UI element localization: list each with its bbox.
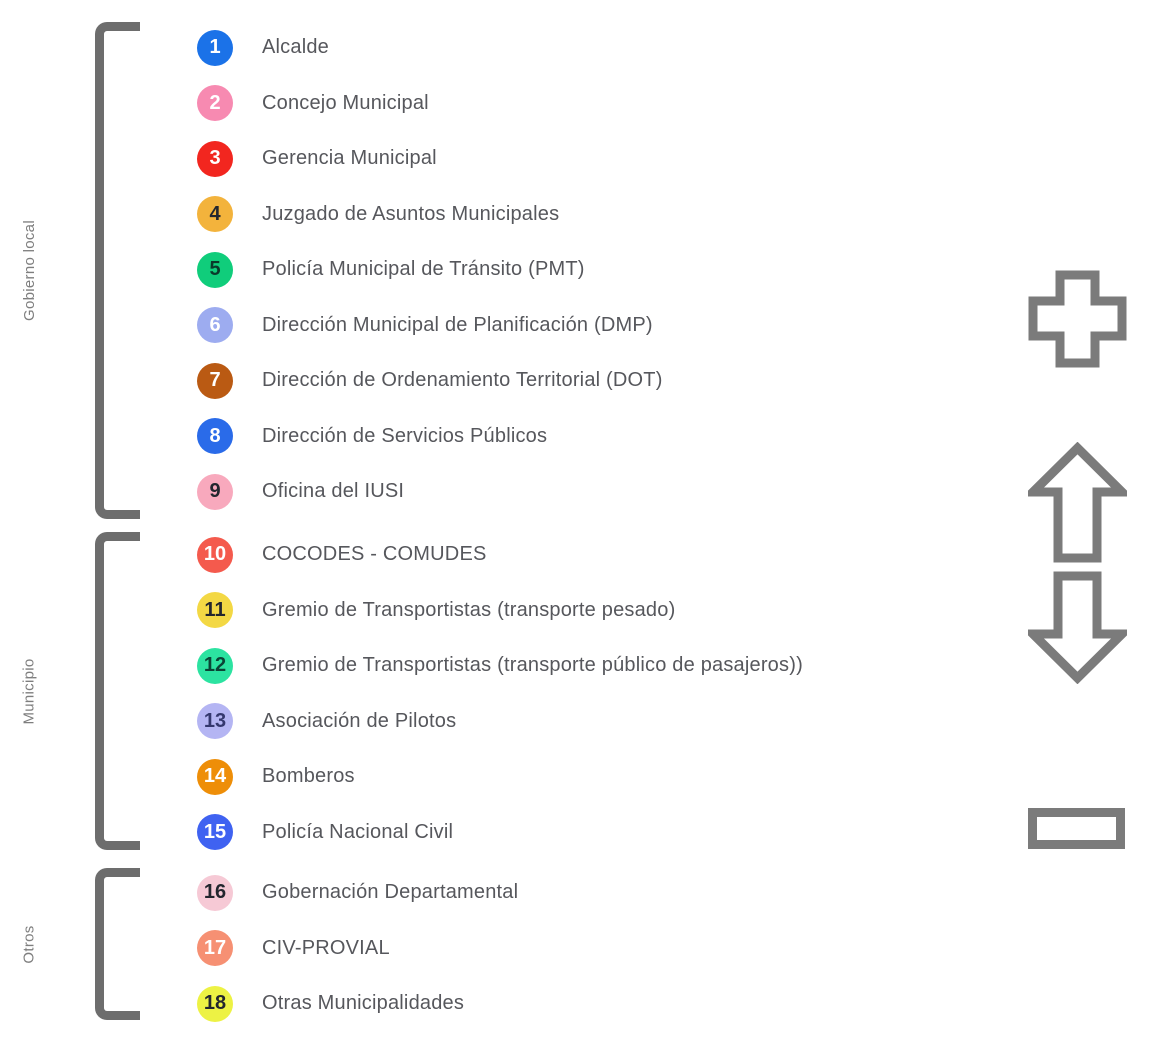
- item-number-badge: 14: [197, 758, 233, 795]
- item-number-badge: 8: [197, 418, 233, 455]
- item-number-badge: 3: [197, 140, 233, 177]
- item-number-badge: 13: [197, 703, 233, 740]
- item-label: Dirección de Ordenamiento Territorial (D…: [262, 369, 663, 392]
- legend-item: 4 Juzgado de Asuntos Municipales: [197, 187, 663, 243]
- item-number: 2: [209, 91, 221, 114]
- legend-item: 16 Gobernación Departamental: [197, 865, 518, 921]
- legend-item: 14 Bomberos: [197, 749, 803, 805]
- item-number: 13: [203, 709, 227, 732]
- legend-item: 8 Dirección de Servicios Públicos: [197, 409, 663, 465]
- item-label: Otras Municipalidades: [262, 992, 465, 1015]
- item-number: 12: [203, 654, 227, 677]
- item-label: Gremio de Transportistas (transporte pes…: [262, 598, 676, 621]
- item-label: Juzgado de Asuntos Municipales: [262, 202, 560, 225]
- group-bracket: [95, 532, 140, 850]
- legend-item: 12 Gremio de Transportistas (transporte …: [197, 638, 803, 694]
- legend-group-otros: 16 Gobernación Departamental 17 CIV-PROV…: [197, 865, 518, 1032]
- item-number: 8: [209, 424, 221, 447]
- item-label: Concejo Municipal: [262, 91, 429, 114]
- item-number-badge: 6: [197, 307, 233, 344]
- legend-item: 9 Oficina del IUSI: [197, 464, 663, 520]
- item-label: Policía Nacional Civil: [262, 820, 454, 843]
- group-label-municipio: Municipio: [12, 532, 46, 850]
- item-number-badge: 17: [197, 930, 233, 967]
- arrow-down-icon: [1028, 571, 1127, 684]
- item-label: CIV-PROVIAL: [262, 936, 390, 959]
- legend-item: 2 Concejo Municipal: [197, 76, 663, 132]
- group-label: Municipio: [20, 657, 38, 725]
- item-label: Oficina del IUSI: [262, 480, 405, 503]
- legend-item: 11 Gremio de Transportistas (transporte …: [197, 583, 803, 639]
- item-number-badge: 16: [197, 874, 233, 911]
- legend-item: 6 Dirección Municipal de Planificación (…: [197, 298, 663, 354]
- item-number: 5: [209, 258, 221, 281]
- item-label: Gerencia Municipal: [262, 147, 437, 170]
- item-number: 18: [203, 992, 227, 1015]
- legend-item: 1 Alcalde: [197, 20, 663, 76]
- item-number-badge: 10: [197, 536, 233, 573]
- item-number-badge: 2: [197, 85, 233, 122]
- legend-item: 17 CIV-PROVIAL: [197, 921, 518, 977]
- group-label: Gobierno local: [20, 220, 38, 321]
- group-bracket: [95, 22, 140, 519]
- item-number-badge: 5: [197, 251, 233, 288]
- group-bracket: [95, 868, 140, 1020]
- item-number-badge: 12: [197, 647, 233, 684]
- minus-icon: [1028, 808, 1125, 849]
- item-number: 9: [209, 480, 221, 503]
- legend-item: 5 Policía Municipal de Tránsito (PMT): [197, 242, 663, 298]
- item-number: 7: [209, 369, 221, 392]
- item-number: 6: [209, 313, 221, 336]
- arrow-up-icon: [1028, 442, 1127, 563]
- item-number: 15: [203, 820, 227, 843]
- item-number-badge: 4: [197, 196, 233, 233]
- legend-item: 10 COCODES - COMUDES: [197, 527, 803, 583]
- item-label: Gremio de Transportistas (transporte púb…: [262, 654, 803, 677]
- item-number: 1: [209, 36, 221, 59]
- item-label: Dirección de Servicios Públicos: [262, 424, 548, 447]
- item-label: Asociación de Pilotos: [262, 709, 457, 732]
- legend-item: 7 Dirección de Ordenamiento Territorial …: [197, 353, 663, 409]
- group-label-otros: Otros: [12, 868, 46, 1020]
- item-number-badge: 18: [197, 985, 233, 1022]
- legend-item: 15 Policía Nacional Civil: [197, 805, 803, 861]
- plus-icon: [1028, 270, 1127, 368]
- legend-group-municipio: 10 COCODES - COMUDES 11 Gremio de Transp…: [197, 527, 803, 860]
- legend-item: 13 Asociación de Pilotos: [197, 694, 803, 750]
- item-number: 16: [203, 881, 227, 904]
- item-number-badge: 1: [197, 29, 233, 66]
- item-number-badge: 15: [197, 814, 233, 851]
- item-number: 17: [203, 936, 227, 959]
- item-label: Alcalde: [262, 36, 329, 59]
- item-number: 4: [209, 202, 221, 225]
- group-label-gobierno-local: Gobierno local: [12, 22, 46, 519]
- item-number: 14: [203, 765, 227, 788]
- item-label: Bomberos: [262, 765, 355, 788]
- item-label: Policía Municipal de Tránsito (PMT): [262, 258, 585, 281]
- legend-item: 18 Otras Municipalidades: [197, 976, 518, 1032]
- item-number: 11: [204, 598, 226, 621]
- item-number-badge: 11: [197, 592, 233, 629]
- legend-group-gobierno-local: 1 Alcalde 2 Concejo Municipal 3 Gerencia…: [197, 20, 663, 520]
- item-label: Gobernación Departamental: [262, 881, 519, 904]
- item-number-badge: 9: [197, 473, 233, 510]
- item-number: 3: [209, 147, 221, 170]
- item-number: 10: [203, 543, 227, 566]
- item-label: Dirección Municipal de Planificación (DM…: [262, 313, 653, 336]
- legend-item: 3 Gerencia Municipal: [197, 131, 663, 187]
- item-number-badge: 7: [197, 362, 233, 399]
- group-label: Otros: [20, 924, 38, 964]
- item-label: COCODES - COMUDES: [262, 543, 487, 566]
